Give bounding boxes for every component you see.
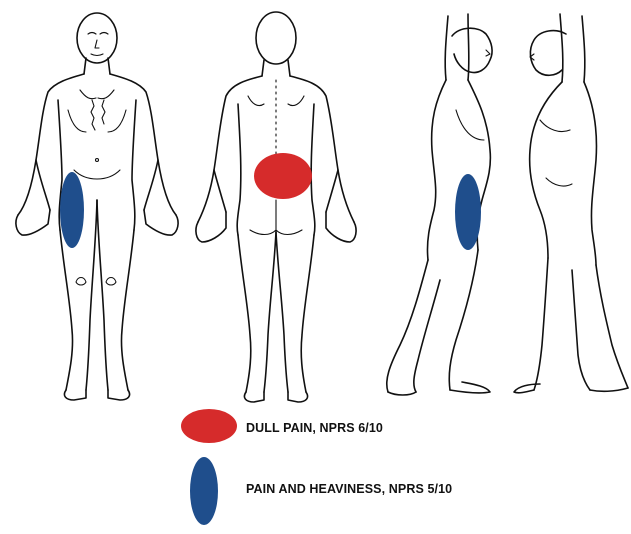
side-hip-blue-area: [455, 174, 481, 250]
right-side-body-figure: [514, 14, 628, 393]
legend-red-oval: [181, 409, 237, 443]
back-body-figure: [196, 12, 356, 402]
back-lumbar-red-area: [254, 153, 312, 199]
front-body-figure: [16, 13, 178, 400]
legend-blue-oval: [190, 457, 218, 525]
front-thigh-blue-area: [60, 172, 84, 248]
legend-label-dull-pain: DULL PAIN, NPRS 6/10: [246, 421, 383, 435]
legend-label-pain-heaviness: PAIN AND HEAVINESS, NPRS 5/10: [246, 482, 452, 496]
